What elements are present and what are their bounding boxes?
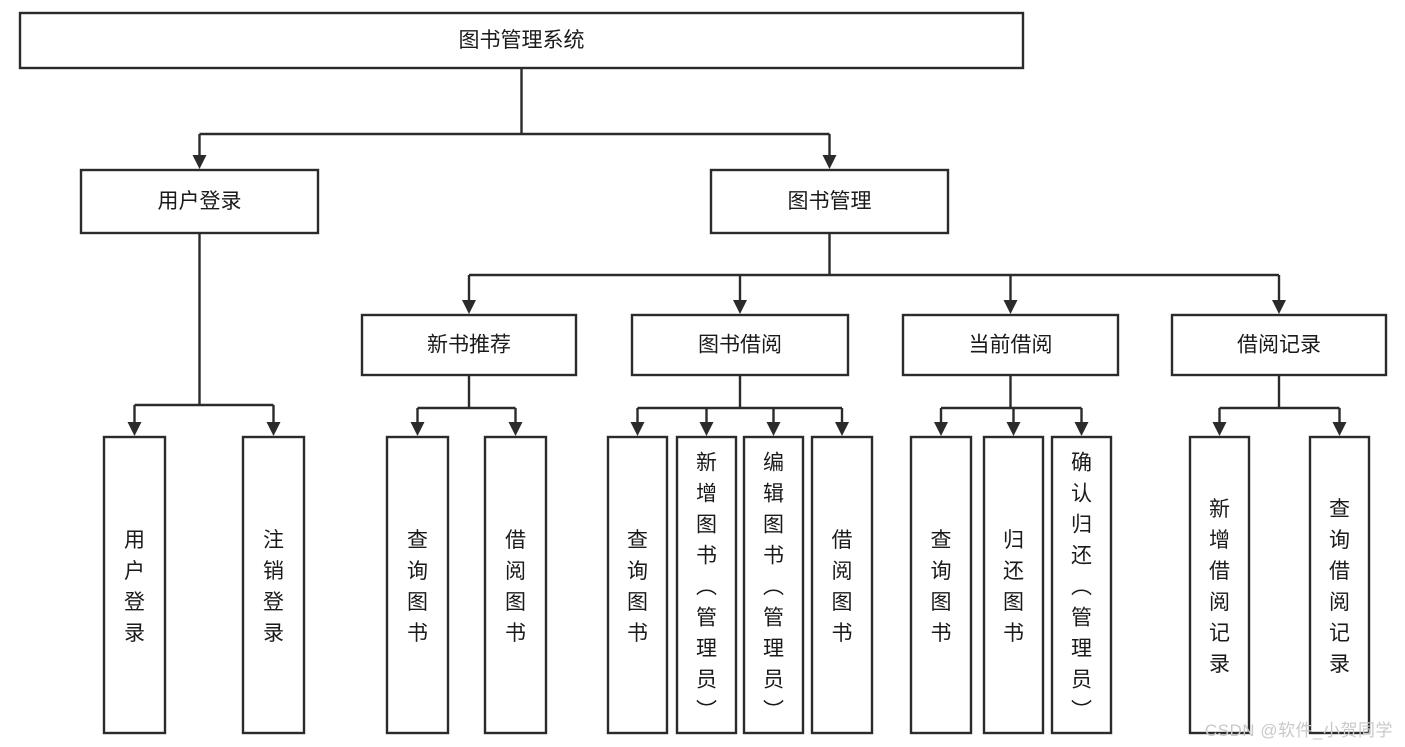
arrow-head-icon [1212,422,1227,436]
tree-node-leaf8[interactable]: 借阅图书 [810,435,874,735]
arrow-head-icon [835,422,849,436]
node-label: 借阅图书 [505,529,526,645]
node-box[interactable] [675,435,738,735]
tree-node-leaf7[interactable]: 编辑图书︵管理员︶ [742,435,805,735]
node-label: 新增借阅记录 [1209,498,1230,676]
tree-node-leaf12[interactable]: 新增借阅记录 [1188,435,1251,735]
tree-node-borrow[interactable]: 图书借阅 [630,313,850,377]
node-label: 查询图书 [627,529,648,645]
arrow-head-icon [508,422,523,436]
node-box[interactable] [810,435,874,735]
arrow-head-icon [699,422,714,436]
node-box[interactable] [901,313,1120,377]
node-label: 用户登录 [158,190,242,213]
arrow-head-icon [1074,422,1089,436]
edge-group [1212,375,1347,436]
node-box[interactable] [102,435,167,735]
node-box[interactable] [630,313,850,377]
arrow-head-icon [822,155,837,169]
arrow-head-icon [1332,422,1347,436]
tree-node-root[interactable]: 图书管理系统 [18,11,1025,70]
arrow-head-icon [127,422,142,436]
node-label: 新增图书︵管理员︶ [696,452,717,723]
edge-group [410,375,523,436]
tree-node-leaf10[interactable]: 归还图书 [982,435,1045,735]
arrow-head-icon [630,422,645,436]
node-label: 当前借阅 [969,334,1053,357]
arrow-head-icon [733,300,747,314]
node-box[interactable] [483,435,548,735]
tree-node-leaf3[interactable]: 查询图书 [385,435,450,735]
tree-node-leaf6[interactable]: 新增图书︵管理员︶ [675,435,738,735]
node-box[interactable] [360,313,578,377]
node-label: 借阅图书 [832,529,853,645]
edge-group [462,233,1286,314]
node-label: 确认归还︵管理员︶ [1071,452,1092,723]
node-box[interactable] [1170,313,1388,377]
tree-node-bookmgmt[interactable]: 图书管理 [709,168,950,235]
node-label: 注销登录 [263,529,284,645]
tree-node-leaf9[interactable]: 查询图书 [909,435,973,735]
tree-node-leaf11[interactable]: 确认归还︵管理员︶ [1050,435,1113,735]
node-box[interactable] [18,11,1025,70]
edge-group [630,375,849,436]
edge-group [192,68,837,169]
node-label: 用户登录 [124,529,145,645]
node-box[interactable] [79,168,320,235]
edge-group [934,375,1089,436]
node-box[interactable] [606,435,669,735]
node-box[interactable] [1050,435,1113,735]
arrow-head-icon [266,422,281,436]
node-label: 查询借阅记录 [1329,498,1350,676]
node-label: 图书借阅 [698,334,782,357]
node-label: 查询图书 [407,529,428,645]
node-label: 新书推荐 [427,334,511,357]
arrow-head-icon [192,155,207,169]
node-box[interactable] [1308,435,1371,735]
node-box[interactable] [909,435,973,735]
node-label: 归还图书 [1003,529,1024,645]
tree-node-leaf2[interactable]: 注销登录 [241,435,306,735]
tree-node-login[interactable]: 用户登录 [79,168,320,235]
tree-node-leaf5[interactable]: 查询图书 [606,435,669,735]
node-box[interactable] [982,435,1045,735]
watermark-text: CSDN @软件_小贺同学 [1204,721,1393,740]
edge-group [127,233,281,436]
node-label: 查询图书 [931,529,952,645]
tree-node-current[interactable]: 当前借阅 [901,313,1120,377]
node-label: 图书管理系统 [459,29,585,52]
tree-node-leaf1[interactable]: 用户登录 [102,435,167,735]
tree-node-leaf4[interactable]: 借阅图书 [483,435,548,735]
node-box[interactable] [1188,435,1251,735]
arrow-head-icon [1003,300,1018,314]
edges-layer [127,68,1347,436]
tree-node-leaf13[interactable]: 查询借阅记录 [1308,435,1371,735]
arrow-head-icon [934,422,948,436]
tree-node-records[interactable]: 借阅记录 [1170,313,1388,377]
arrow-head-icon [462,300,476,314]
node-label: 图书管理 [788,190,872,213]
node-box[interactable] [241,435,306,735]
nodes-layer: 图书管理系统用户登录图书管理新书推荐图书借阅当前借阅借阅记录用户登录注销登录查询… [18,11,1388,735]
node-box[interactable] [709,168,950,235]
node-box[interactable] [742,435,805,735]
node-box[interactable] [385,435,450,735]
arrow-head-icon [1272,300,1286,314]
arrow-head-icon [410,422,425,436]
node-label: 编辑图书︵管理员︶ [763,452,784,723]
arrow-head-icon [766,422,781,436]
node-label: 借阅记录 [1237,334,1321,357]
arrow-head-icon [1006,422,1021,436]
tree-node-newbook[interactable]: 新书推荐 [360,313,578,377]
